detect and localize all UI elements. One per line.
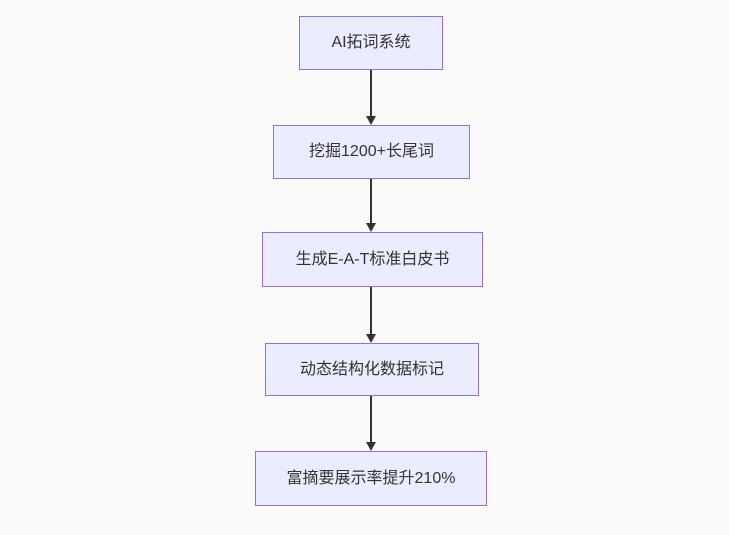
flow-node-label: 富摘要展示率提升210% <box>286 469 456 487</box>
flow-node-ai-keyword-system: AI拓词系统 <box>299 16 443 70</box>
arrow-head-icon <box>366 442 376 451</box>
flow-node-longtail-mining: 挖掘1200+长尾词 <box>273 125 470 179</box>
flow-node-label: AI拓词系统 <box>331 34 411 52</box>
arrow-line <box>370 396 372 444</box>
flow-arrow-1 <box>366 70 376 125</box>
arrow-head-icon <box>366 223 376 232</box>
flow-node-eat-whitepaper: 生成E-A-T标准白皮书 <box>262 232 483 287</box>
flow-node-label: 动态结构化数据标记 <box>299 360 444 378</box>
flow-node-label: 挖掘1200+长尾词 <box>309 143 434 161</box>
arrow-line <box>370 179 372 225</box>
flow-node-rich-snippet-result: 富摘要展示率提升210% <box>255 451 487 506</box>
flow-arrow-3 <box>366 287 376 343</box>
flow-arrow-4 <box>366 396 376 451</box>
flow-arrow-2 <box>366 179 376 232</box>
flow-node-label: 生成E-A-T标准白皮书 <box>295 250 450 268</box>
arrow-line <box>370 287 372 336</box>
arrow-head-icon <box>366 116 376 125</box>
arrow-head-icon <box>366 334 376 343</box>
arrow-line <box>370 70 372 118</box>
flow-node-structured-data-markup: 动态结构化数据标记 <box>265 343 479 396</box>
